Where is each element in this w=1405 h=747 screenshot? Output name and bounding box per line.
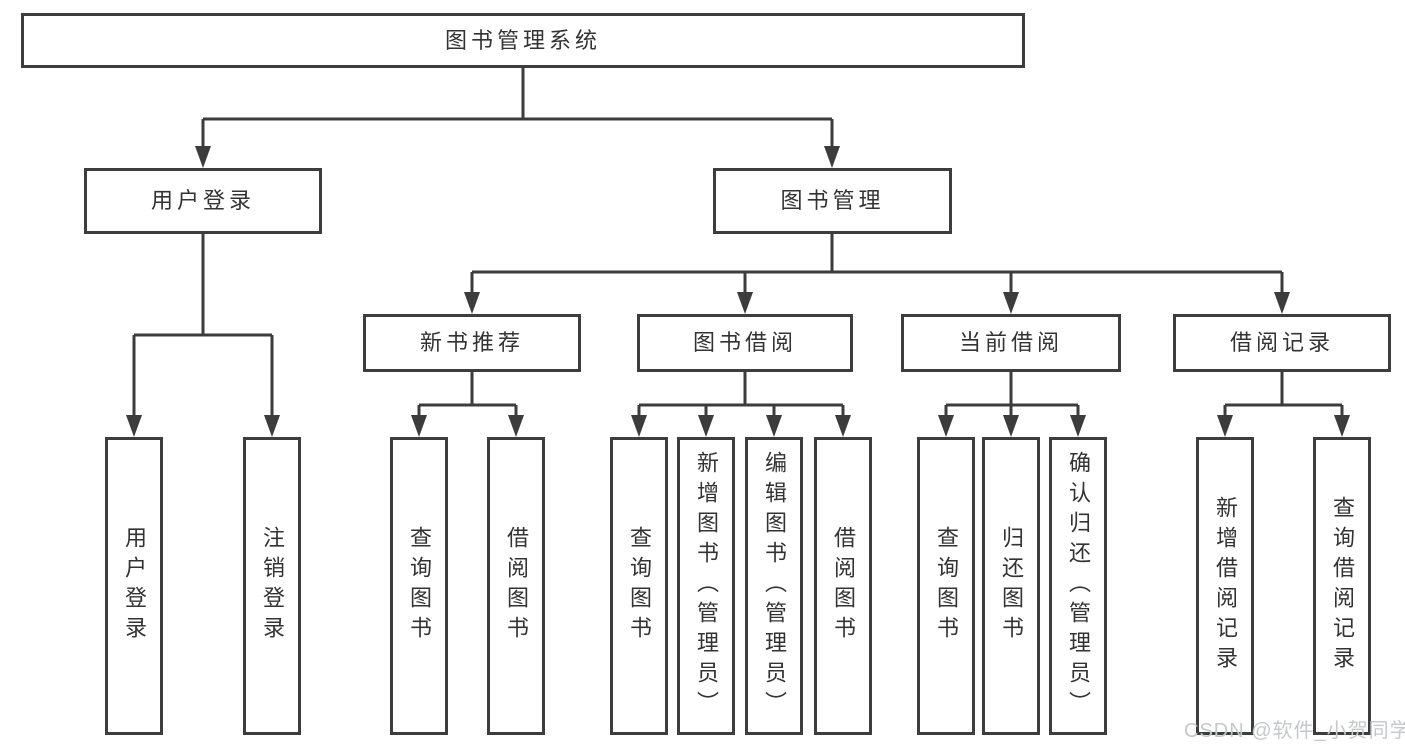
leaf-borrow-books-recommend: 借阅图书 (487, 437, 545, 735)
leaf-user-login: 用户登录 (105, 437, 163, 735)
node-book-management: 图书管理 (713, 168, 952, 234)
leaf-search-books-current: 查询图书 (917, 437, 975, 735)
csdn-watermark: CSDN @软件_小贺同学 (1184, 720, 1405, 742)
leaf-logout: 注销登录 (243, 437, 301, 735)
leaf-edit-books-admin: 编辑图书（管理员） (745, 437, 803, 735)
leaf-search-books-borrowing: 查询图书 (610, 437, 668, 735)
node-current-borrowing: 当前借阅 (901, 314, 1121, 372)
leaf-confirm-return-admin: 确认归还（管理员） (1049, 437, 1107, 735)
leaf-add-books-admin: 新增图书（管理员） (677, 437, 735, 735)
leaf-search-borrow-record: 查询借阅记录 (1313, 437, 1371, 735)
leaf-borrow-books: 借阅图书 (814, 437, 872, 735)
node-library-management-system: 图书管理系统 (21, 13, 1025, 68)
node-new-book-recommendation: 新书推荐 (363, 314, 581, 372)
node-borrowing-records: 借阅记录 (1173, 314, 1391, 372)
node-user-login: 用户登录 (84, 168, 322, 234)
leaf-search-books-recommend: 查询图书 (390, 437, 448, 735)
leaf-add-borrow-record: 新增借阅记录 (1196, 437, 1254, 735)
node-book-borrowing: 图书借阅 (637, 314, 853, 372)
leaf-return-books: 归还图书 (982, 437, 1040, 735)
